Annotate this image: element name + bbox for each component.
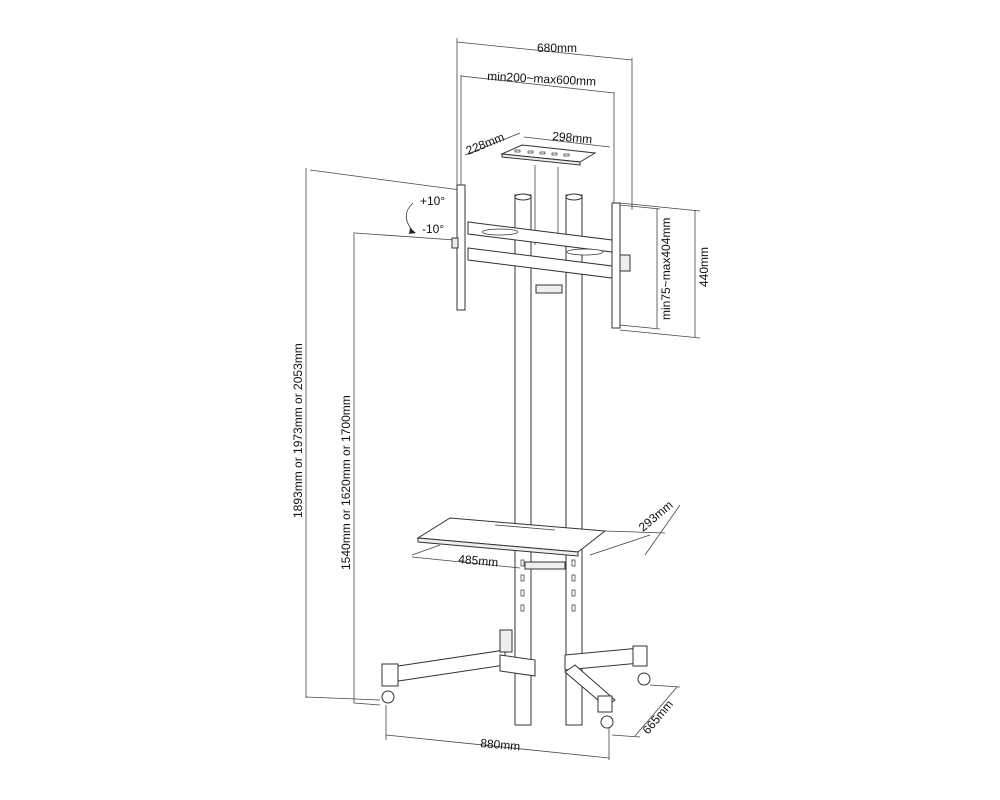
top-tray (464, 132, 611, 245)
label-vesa-height: min75~max404mm (659, 218, 673, 320)
mount-crossbars (467, 221, 613, 279)
dim-overall-width (456, 38, 633, 210)
dim-vesa-width (460, 75, 615, 210)
dim-base-depth (611, 684, 681, 738)
dim-mount-height (353, 232, 381, 706)
rolling-base (381, 629, 651, 729)
label-tray-depth: 228mm (464, 130, 506, 158)
label-overall-width: 680mm (537, 41, 577, 55)
label-base-depth: 665mm (640, 697, 676, 737)
dim-base-width (385, 705, 610, 760)
label-mount-height: 1540mm or 1620mm or 1700mm (339, 395, 353, 570)
left-vesa-bracket (451, 184, 466, 311)
dim-bracket-height (619, 202, 701, 339)
label-tilt-down: -10° (422, 222, 444, 236)
right-vesa-bracket (611, 202, 631, 329)
label-shelf-width: 485mm (458, 552, 499, 569)
tilt-arrow-icon (405, 202, 416, 234)
tray-slots (514, 149, 570, 157)
av-shelf (411, 504, 681, 570)
label-overall-height: 1893mm or 1973mm or 2053mm (291, 343, 305, 518)
label-base-width: 880mm (480, 736, 521, 753)
label-tray-width: 298mm (552, 129, 593, 146)
dim-vesa-height (619, 204, 661, 330)
label-bracket-height: 440mm (697, 247, 711, 287)
label-vesa-width: min200~max600mm (487, 69, 597, 89)
label-shelf-depth: 293mm (636, 498, 676, 534)
label-tilt-up: +10° (420, 194, 445, 208)
dim-overall-height (305, 168, 381, 701)
caster-wheels (381, 672, 651, 729)
upright-poles (514, 193, 583, 726)
